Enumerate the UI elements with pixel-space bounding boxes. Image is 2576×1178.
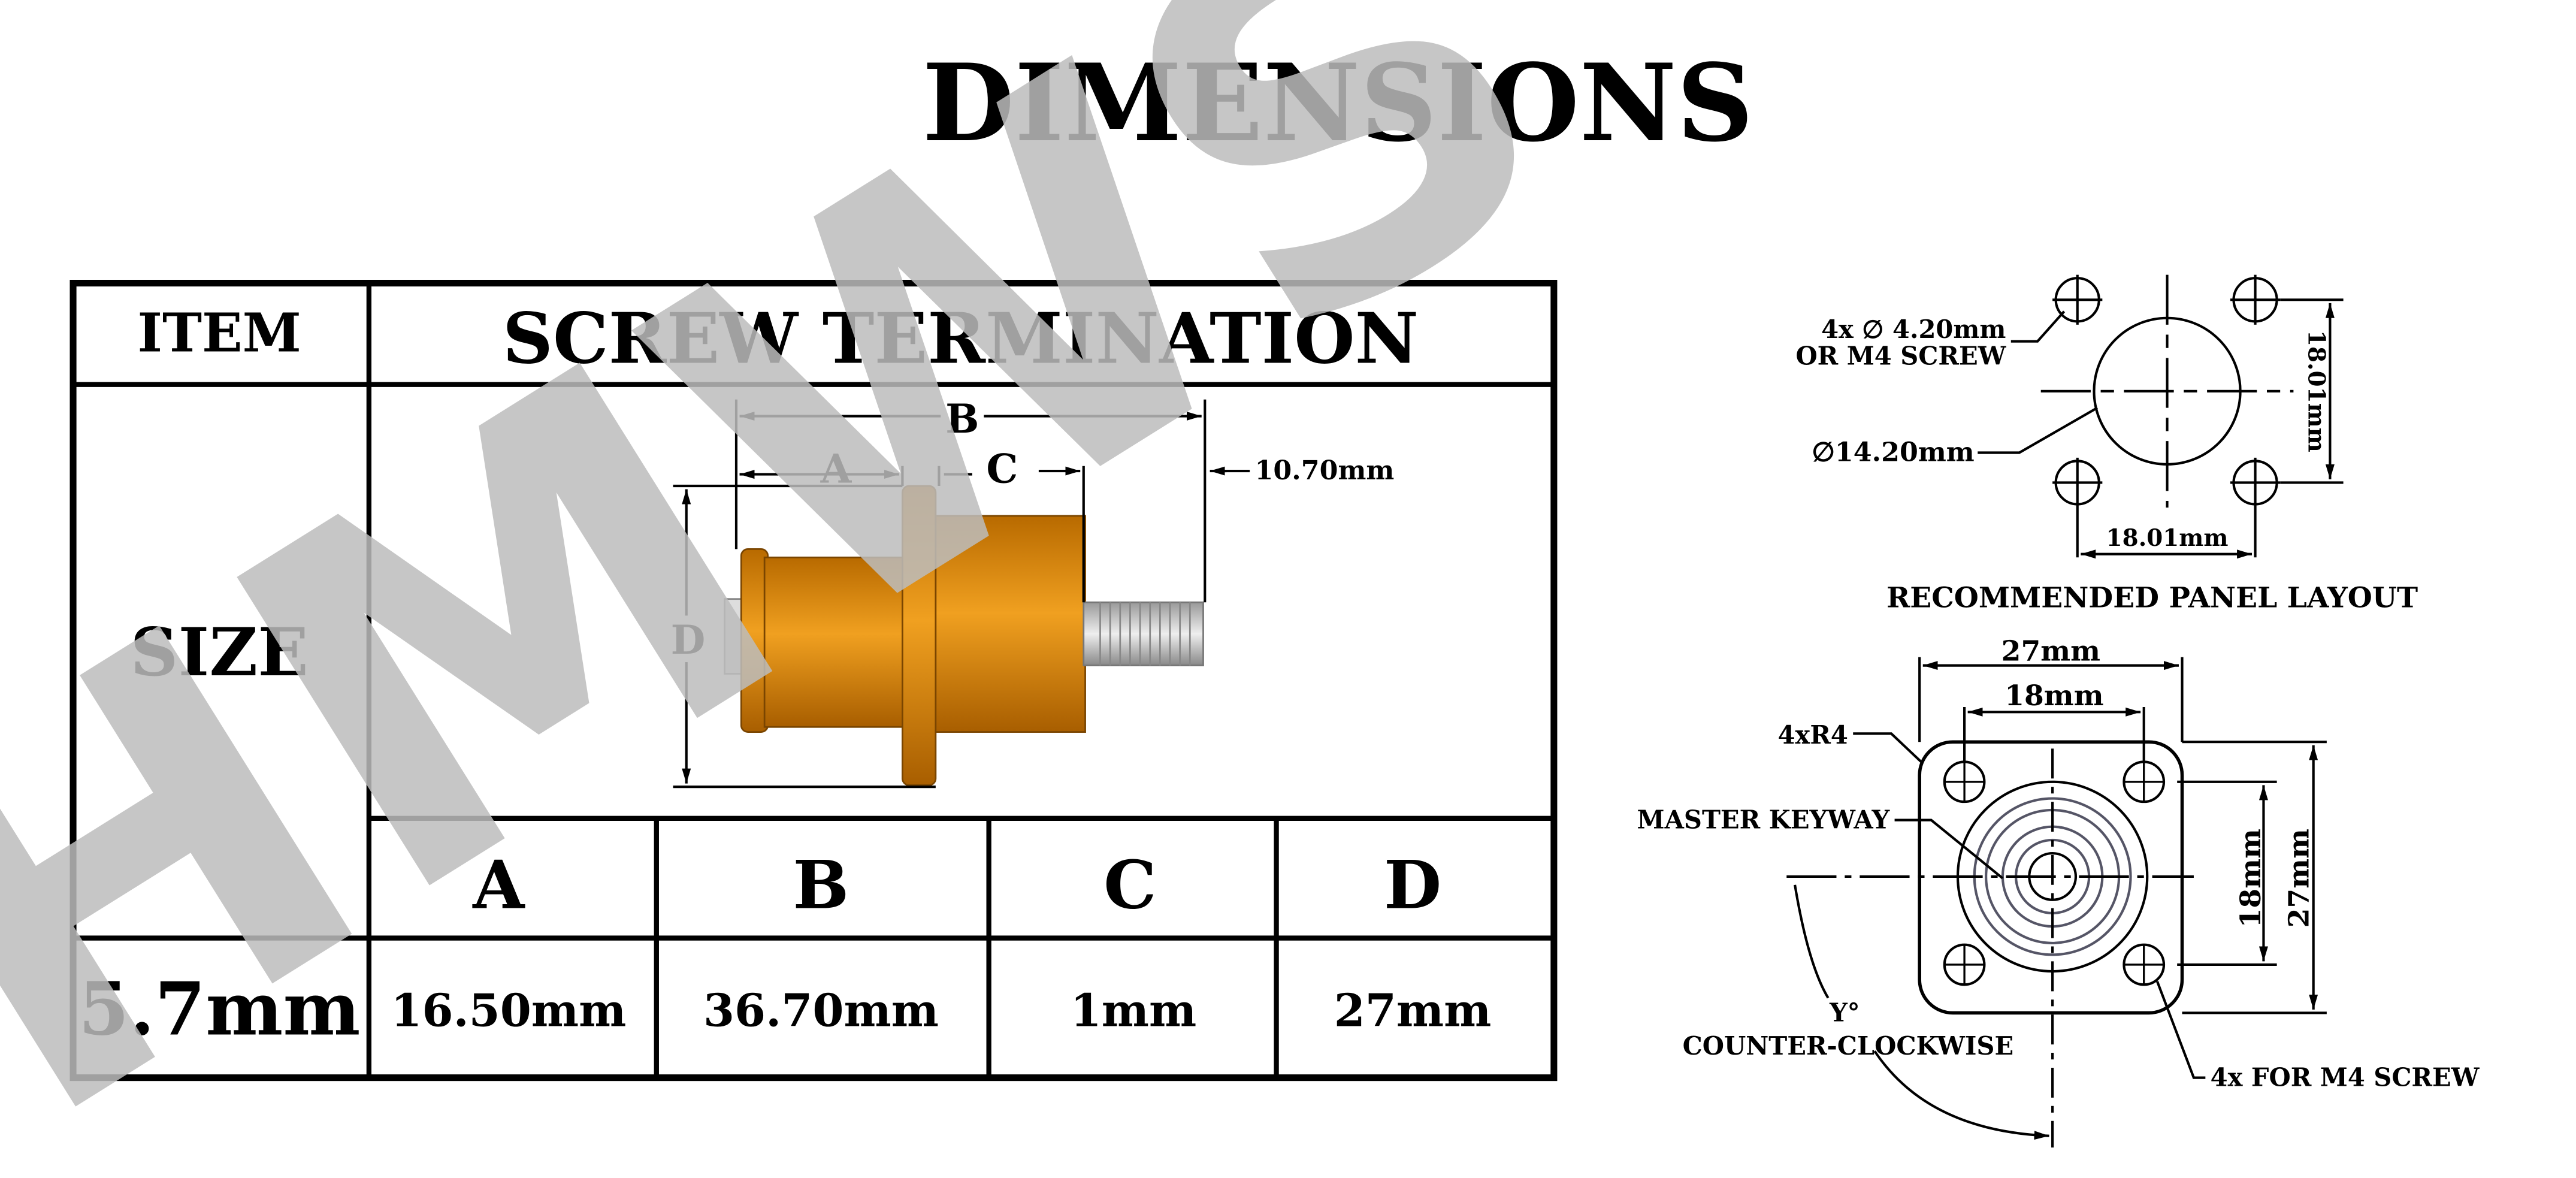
dimension-table: ITEM SCREW TERMINATION SIZE 5.7mm A B C … — [69, 280, 1558, 1082]
termination-header: SCREW TERMINATION — [503, 298, 1419, 380]
column-a-header: A — [472, 847, 525, 925]
terminal-side-drawing: B A C 10.70mm D — [668, 395, 1395, 789]
inner-height-label: 18mm — [2235, 829, 2267, 928]
hole-label-line2: OR M4 SCREW — [1795, 341, 2006, 370]
value-a: 16.50mm — [391, 984, 626, 1037]
size-value: 5.7mm — [78, 965, 361, 1052]
dim-label-d: D — [671, 616, 706, 663]
value-d: 27mm — [1334, 984, 1492, 1037]
vertical-spacing-label: 18.01mm — [2302, 330, 2329, 452]
dim-label-b: B — [945, 395, 979, 442]
dim-label-c: C — [986, 445, 1018, 492]
horizontal-spacing-label: 18.01mm — [2106, 525, 2229, 552]
outer-width-label: 27mm — [2001, 635, 2100, 667]
panel-layout-caption: RECOMMENDED PANEL LAYOUT — [1886, 582, 2418, 615]
dim-label-a: A — [820, 445, 852, 492]
outer-height-label: 27mm — [2282, 829, 2315, 928]
page-title: DIMENSIONS — [922, 40, 1753, 165]
keyway-label: MASTER KEYWAY — [1637, 805, 1891, 834]
center-hole-label: ∅14.20mm — [1812, 436, 1975, 467]
front-view-drawing: 27mm 18mm 4xR4 MASTER KEYWAY 18mm 27mm Y… — [1637, 635, 2480, 1148]
dim-label-stud: 10.70mm — [1255, 455, 1395, 486]
column-b-header: B — [793, 847, 849, 925]
inner-width-label: 18mm — [2004, 679, 2103, 712]
screw-note-label: 4x FOR M4 SCREW — [2211, 1062, 2480, 1092]
size-label: SIZE — [130, 614, 309, 691]
panel-layout-drawing: 4x ∅ 4.20mm OR M4 SCREW ∅14.20mm 18.01mm… — [1795, 274, 2418, 615]
hole-label-line1: 4x ∅ 4.20mm — [1821, 315, 2006, 344]
column-d-header: D — [1384, 847, 1441, 925]
direction-label: COUNTER-CLOCKWISE — [1683, 1031, 2014, 1061]
angle-label: Y° — [1829, 998, 1860, 1027]
column-c-header: C — [1103, 847, 1156, 925]
value-c: 1mm — [1071, 984, 1197, 1037]
value-b: 36.70mm — [703, 984, 939, 1037]
corner-radius-label: 4xR4 — [1778, 720, 1848, 750]
item-header: ITEM — [137, 301, 301, 364]
